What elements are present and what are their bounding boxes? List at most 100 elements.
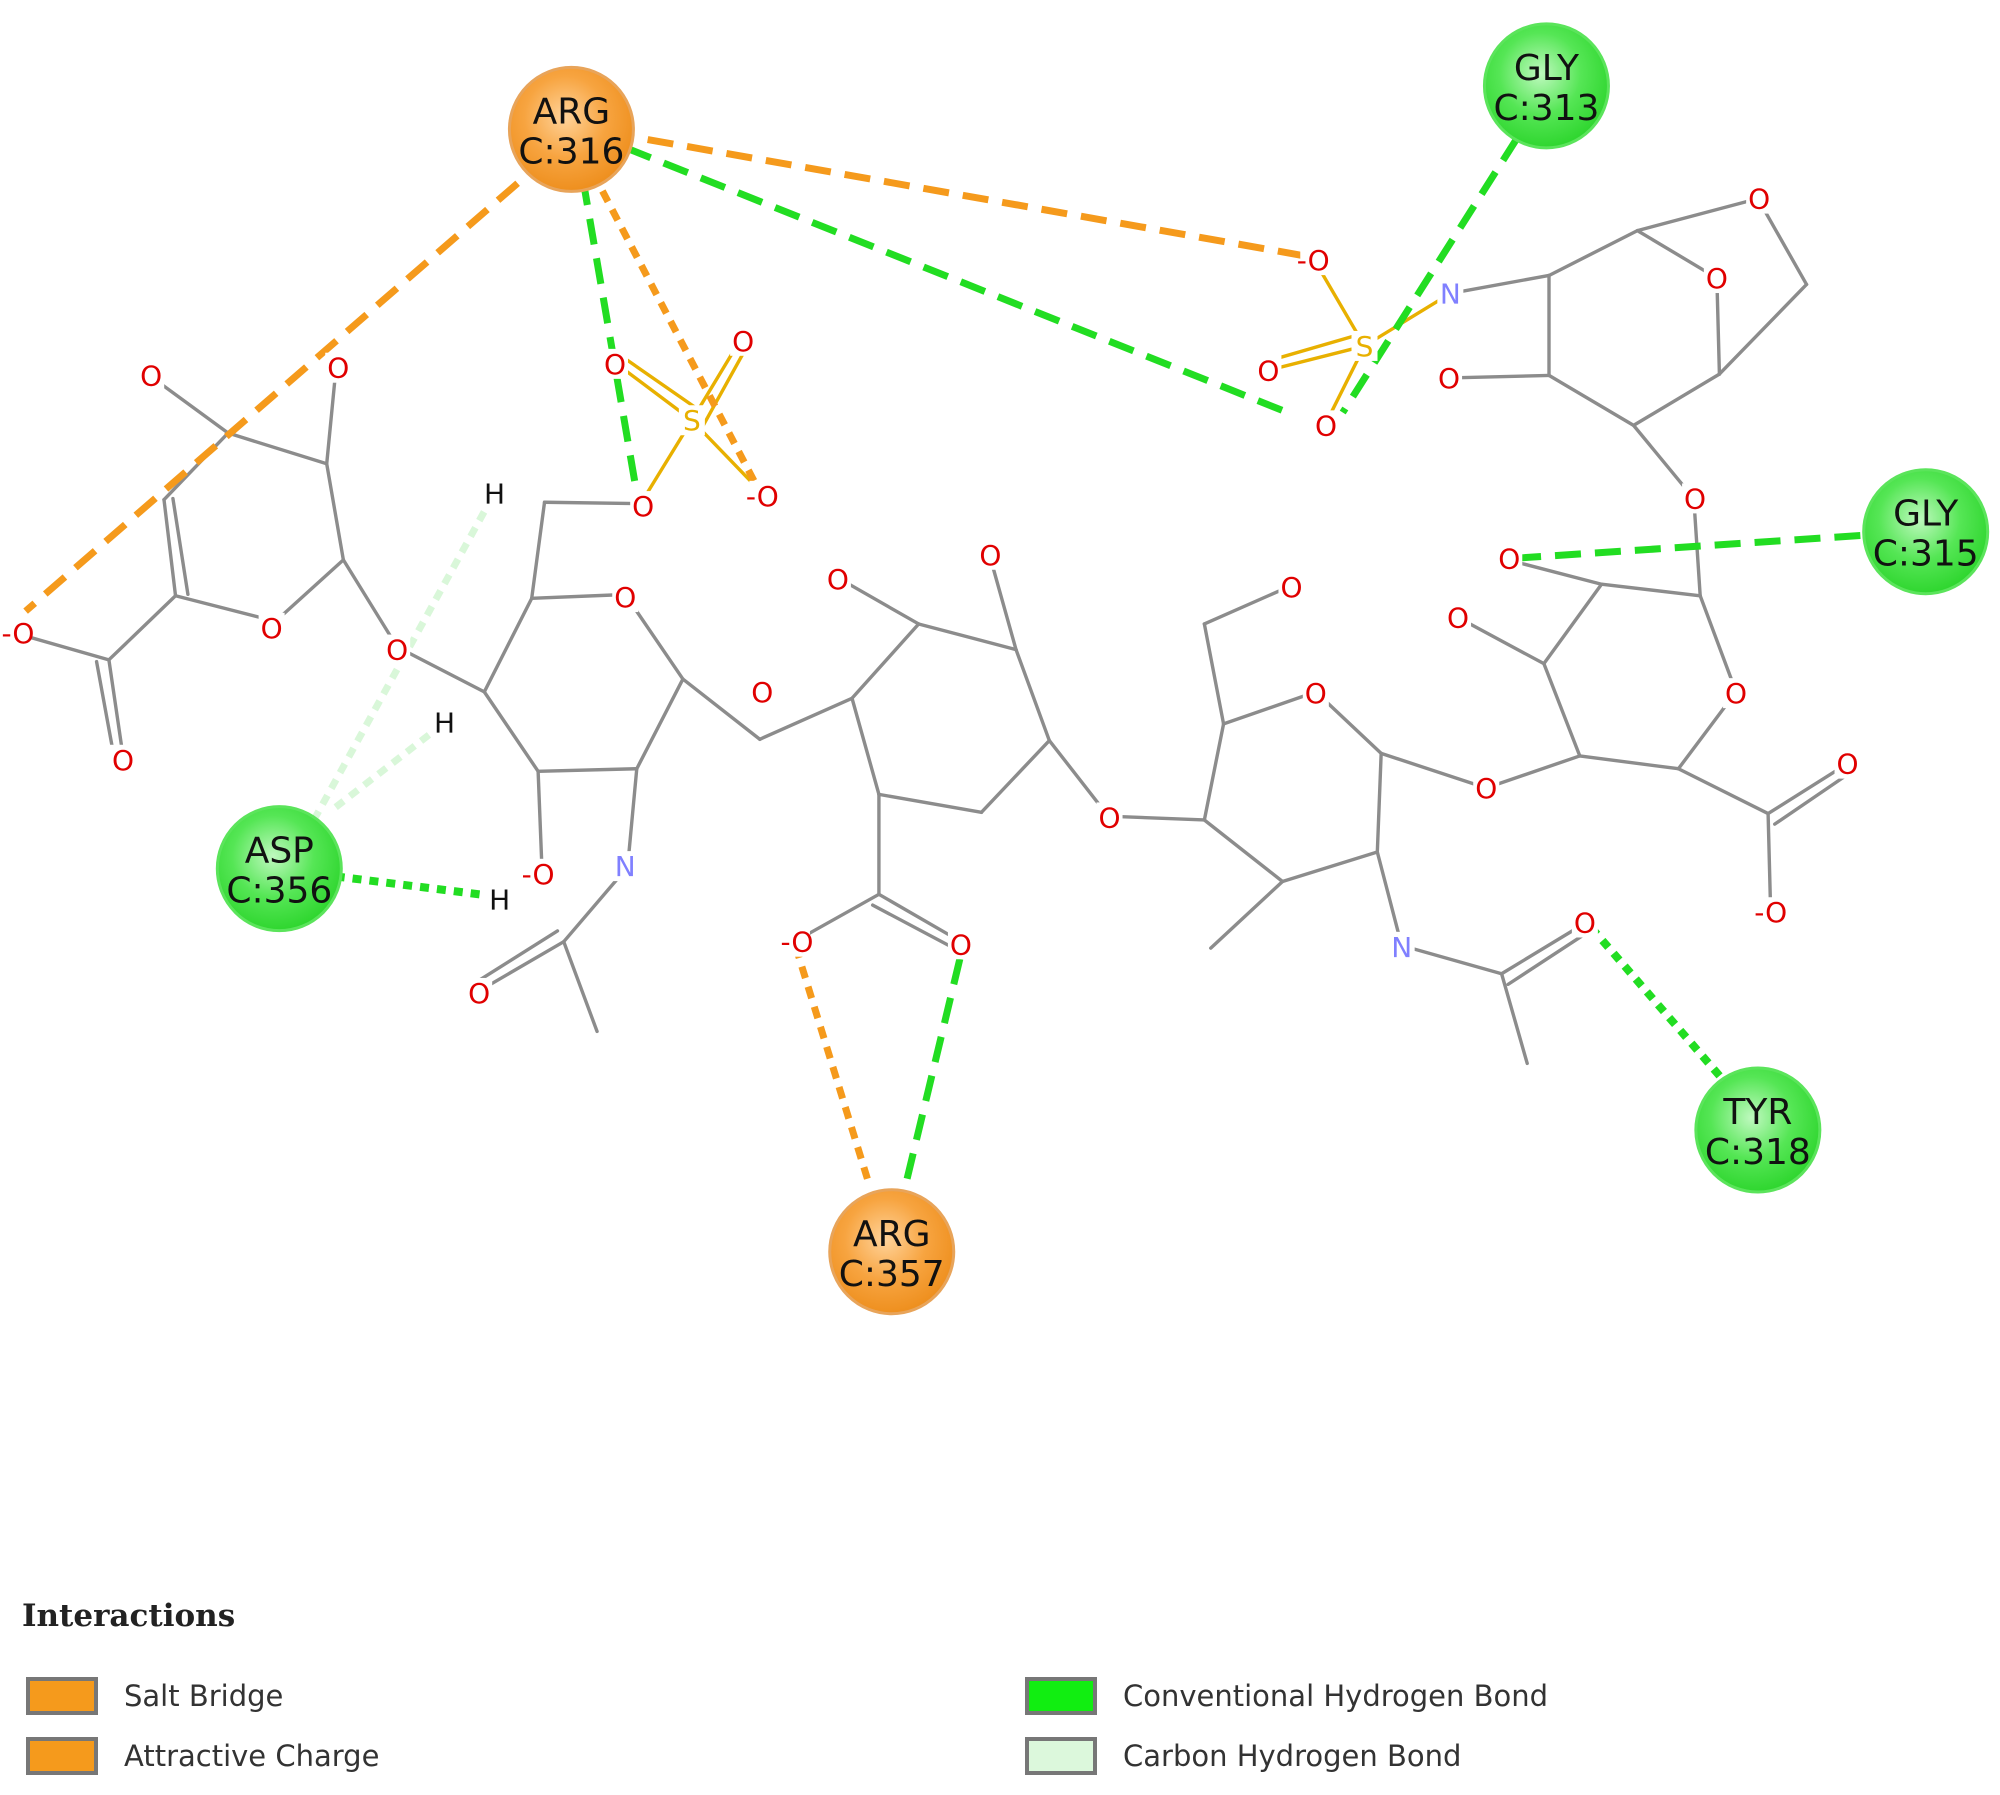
atom-label-background	[783, 926, 810, 957]
attractive-charge-line	[579, 152, 762, 492]
oxygen-anion-label: -O	[522, 858, 555, 891]
atom-label-background	[1351, 330, 1378, 361]
atom-label-background	[1300, 245, 1327, 276]
atom-label-background	[678, 405, 705, 436]
residue-name: ARG	[533, 91, 611, 132]
conventional-hbond-line	[579, 178, 641, 494]
oxygen-atom-label: O	[1706, 262, 1728, 295]
residue-name: TYR	[1722, 1092, 1792, 1133]
oxygen-anion-label: -O	[1754, 896, 1787, 929]
bond	[1447, 373, 1551, 380]
molecule-bonds	[17, 196, 1855, 1066]
bond	[107, 594, 178, 662]
oxygen-atom-label: O	[604, 348, 626, 381]
atom-label-background	[1834, 748, 1861, 779]
oxygen-anion-label: -O	[746, 480, 779, 513]
bond	[635, 677, 685, 771]
bond	[1375, 751, 1383, 854]
double-bond	[1264, 332, 1364, 364]
bond	[162, 431, 230, 502]
salt-bridge-line	[568, 122, 1308, 260]
sulfur-atom-label: S	[683, 404, 701, 437]
bond	[1456, 615, 1546, 666]
atom-label-background	[466, 977, 493, 1008]
residue-name: ASP	[245, 831, 314, 872]
atom-label-background	[109, 744, 136, 775]
hydrogen-atom-label: H	[489, 883, 510, 916]
bond	[1766, 761, 1850, 816]
atom-label-background	[1302, 678, 1329, 709]
oxygen-atom-label: O	[1725, 677, 1747, 710]
residue-nodes: ARGC:316GLYC:313GLYC:315ASPC:356ARGC:357…	[215, 22, 1990, 1316]
oxygen-atom-label: O	[261, 612, 283, 645]
atom-label-background	[1703, 263, 1730, 294]
legend-label-attractive-charge: Attractive Charge	[124, 1739, 380, 1773]
residue-circle	[507, 65, 635, 193]
bond	[1362, 291, 1453, 348]
bond	[1506, 558, 1604, 586]
atom-label-background	[749, 676, 776, 707]
legend-label-conventional-hbond: Conventional Hydrogen Bond	[1123, 1679, 1549, 1713]
bond	[107, 658, 125, 758]
bond	[542, 500, 639, 506]
residue-name: ARG	[853, 1214, 931, 1255]
bond	[1379, 751, 1488, 790]
oxygen-atom-label: O	[1315, 409, 1337, 442]
atom-label-background	[1436, 362, 1463, 393]
bond	[1375, 850, 1404, 948]
double-bond	[700, 342, 750, 429]
bond	[341, 558, 399, 649]
bond	[536, 767, 639, 774]
oxygen-atom-label: O	[950, 928, 972, 961]
bond	[1266, 344, 1367, 372]
atom-label-background	[431, 707, 458, 738]
residue-circle	[1482, 22, 1610, 150]
residue-chain-position: C:313	[1493, 88, 1599, 129]
bond	[154, 378, 230, 435]
bond	[1280, 850, 1380, 884]
hydrogen-atom-label: H	[434, 707, 455, 740]
bond	[681, 677, 762, 741]
atom-label-background	[630, 491, 657, 522]
bond	[1106, 814, 1207, 822]
nitrogen-atom-label: N	[615, 850, 636, 883]
bond	[1202, 622, 1226, 726]
oxygen-atom-label: O	[140, 359, 162, 392]
bond	[836, 576, 921, 626]
bond	[1202, 722, 1226, 822]
bond	[1717, 282, 1809, 376]
oxygen-atom-label: O	[632, 490, 654, 523]
atom-label-background	[1571, 907, 1598, 938]
bond	[877, 892, 963, 944]
legend-label-salt-bridge: Salt Bridge	[124, 1679, 284, 1713]
residue-chain-position: C:318	[1705, 1132, 1811, 1173]
bond	[1635, 196, 1760, 233]
oxygen-atom-label: O	[1684, 482, 1706, 515]
atom-label-background	[601, 348, 628, 379]
bond	[482, 596, 534, 694]
residue-circle	[1694, 1066, 1822, 1194]
double-bond	[1506, 928, 1593, 987]
atom-label-background	[947, 929, 974, 960]
bond	[273, 558, 346, 624]
bond	[1631, 372, 1722, 428]
atom-label-background	[824, 564, 851, 595]
bond	[530, 592, 627, 601]
bond	[1399, 943, 1504, 976]
interaction-lines	[23, 122, 1861, 1180]
residue-circle	[215, 805, 343, 933]
bond	[562, 869, 626, 944]
legend-item-attractive-charge: Attractive Charge	[26, 1732, 379, 1780]
bond	[1542, 582, 1604, 666]
bond	[536, 769, 544, 871]
atom-label-background	[525, 858, 552, 889]
legend-item-carbon-hbond: Carbon Hydrogen Bond	[1025, 1732, 1461, 1780]
residue-chain-position: C:356	[226, 871, 332, 912]
atom-label-background	[1496, 543, 1523, 574]
bond	[1014, 647, 1052, 743]
oxygen-atom-label: O	[1438, 362, 1460, 395]
bond	[395, 645, 487, 694]
